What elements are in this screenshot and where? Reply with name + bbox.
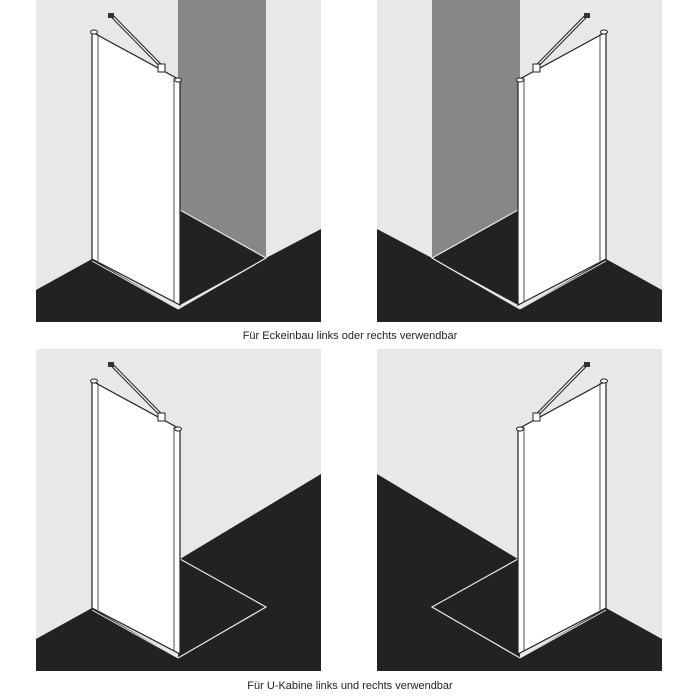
shower-wall-corner-right-illustration (377, 0, 662, 322)
diagram-u-cabin-left (36, 349, 321, 671)
shower-wall-u-cabin-right-illustration (377, 362, 662, 671)
shower-wall-corner-left-illustration (36, 0, 321, 322)
diagram-corner-left (36, 0, 321, 322)
caption-corner-installation: Für Eckeinbau links oder rechts verwendb… (242, 330, 458, 342)
caption-u-cabin: Für U-Kabine links und rechts verwendbar (247, 680, 453, 692)
diagram-u-cabin-right (377, 349, 662, 671)
shower-wall-u-cabin-left-illustration (36, 362, 321, 671)
diagram-corner-right (377, 0, 662, 322)
